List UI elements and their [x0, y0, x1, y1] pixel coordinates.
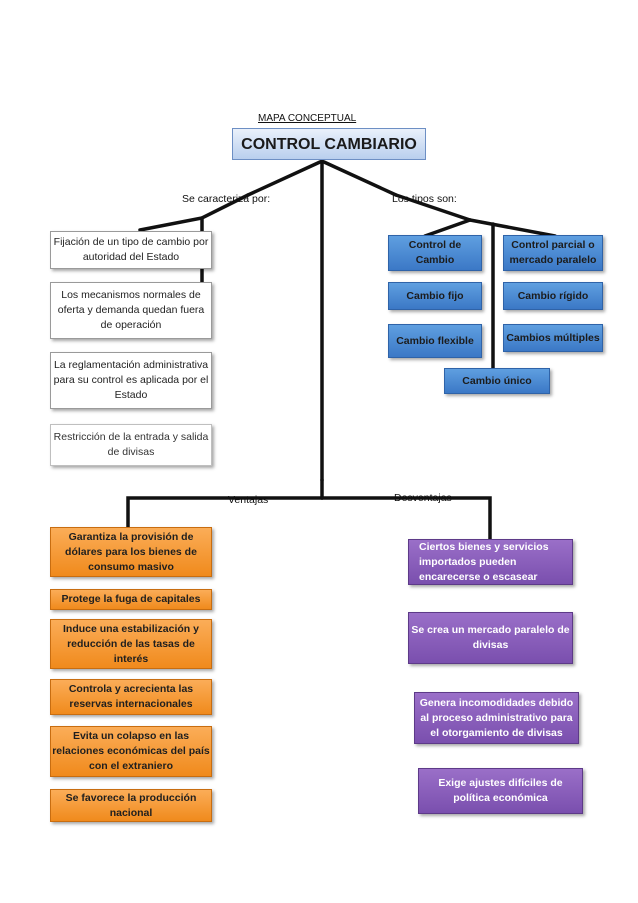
- characteristic-text: Fijación de un tipo de cambio por autori…: [53, 236, 209, 263]
- advantage-text: Induce una estabilización y reducción de…: [63, 622, 199, 665]
- advantage-box: Evita un colapso en las relaciones econó…: [50, 726, 212, 777]
- characteristic-box: Fijación de un tipo de cambio por autori…: [50, 231, 212, 269]
- characteristic-text: Restricción de la entrada y salida de di…: [53, 431, 209, 458]
- type-text: Cambio flexible: [396, 334, 474, 347]
- label-characteristics: Se caracteriza por:: [182, 193, 271, 205]
- type-text: Cambio único: [462, 374, 532, 387]
- disadvantage-text: Se crea un mercado paralelo de divisas: [411, 624, 570, 651]
- advantage-box: Induce una estabilización y reducción de…: [50, 619, 212, 669]
- label-types: Los tipos son:: [392, 193, 457, 205]
- type-box-cambio-unico: Cambio único: [444, 368, 550, 394]
- advantage-text: Garantiza la provisión de dólares para l…: [65, 530, 197, 573]
- type-box-cambio-fijo: Cambio fijo: [388, 282, 482, 310]
- advantage-box: Protege la fuga de capitales: [50, 589, 212, 610]
- type-text: Cambios múltiples: [506, 331, 600, 344]
- advantage-box: Se favorece la producción nacional: [50, 789, 212, 822]
- disadvantage-text: Exige ajustes difíciles de política econ…: [438, 777, 563, 804]
- type-box-cambio-flexible: Cambio flexible: [388, 324, 482, 358]
- advantage-box: Controla y acrecienta las reservas inter…: [50, 679, 212, 715]
- type-text: Cambio rígido: [517, 289, 589, 302]
- label-advantages: Ventajas: [228, 494, 269, 506]
- type-text: Control parcial o mercado paralelo: [509, 239, 597, 266]
- advantage-text: Controla y acrecienta las reservas inter…: [68, 683, 194, 710]
- type-text: Control de Cambio: [408, 239, 462, 266]
- type-text: Cambio fijo: [406, 289, 464, 302]
- main-title: CONTROL CAMBIARIO: [241, 135, 417, 153]
- characteristic-box: Restricción de la entrada y salida de di…: [50, 424, 212, 466]
- characteristic-text: La reglamentación administrativa para su…: [53, 359, 209, 401]
- disadvantage-text: Genera incomodidades debido al proceso a…: [419, 696, 574, 739]
- advantage-text: Evita un colapso en las relaciones econó…: [52, 730, 210, 772]
- type-box-control-parcial: Control parcial o mercado paralelo: [503, 235, 603, 271]
- disadvantage-box: Exige ajustes difíciles de política econ…: [418, 768, 583, 814]
- advantage-text: Protege la fuga de capitales: [61, 593, 201, 605]
- disadvantage-box: Ciertos bienes y servicios importados pu…: [408, 539, 573, 585]
- type-box-cambio-rigido: Cambio rígido: [503, 282, 603, 310]
- advantage-box: Garantiza la provisión de dólares para l…: [50, 527, 212, 577]
- characteristic-text: Los mecanismos normales de oferta y dema…: [57, 289, 205, 331]
- disadvantage-box: Se crea un mercado paralelo de divisas: [408, 612, 573, 664]
- disadvantage-box: Genera incomodidades debido al proceso a…: [414, 692, 579, 744]
- advantage-text: Se favorece la producción nacional: [65, 791, 197, 819]
- main-title-box: CONTROL CAMBIARIO: [232, 128, 426, 160]
- type-box-control-de-cambio: Control de Cambio: [388, 235, 482, 271]
- characteristic-box: Los mecanismos normales de oferta y dema…: [50, 282, 212, 339]
- type-box-cambios-multiples: Cambios múltiples: [503, 324, 603, 352]
- characteristic-box: La reglamentación administrativa para su…: [50, 352, 212, 409]
- disadvantage-text: Ciertos bienes y servicios importados pu…: [419, 540, 549, 583]
- map-subtitle: MAPA CONCEPTUAL: [258, 113, 357, 124]
- label-disadvantages: Desventajas: [394, 492, 452, 504]
